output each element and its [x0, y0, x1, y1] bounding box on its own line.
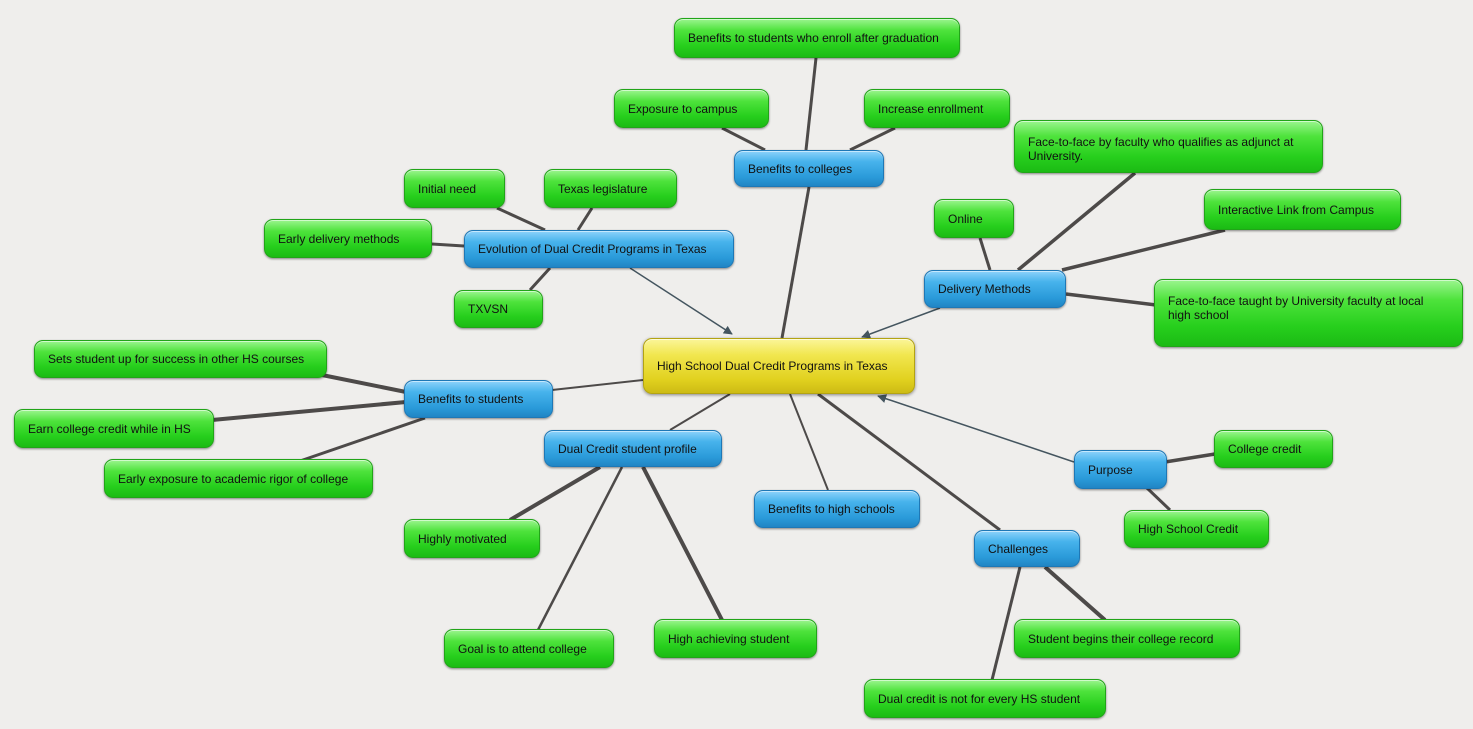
node-high-school-credit[interactable]: High School Credit [1124, 510, 1269, 548]
center-topic-label: High School Dual Credit Programs in Texa… [657, 359, 888, 373]
link-center-colleges [780, 186, 811, 339]
node-texas-legislature-label: Texas legislature [558, 181, 648, 196]
link-center-students [551, 379, 644, 391]
node-high-achieving[interactable]: High achieving student [654, 619, 817, 658]
node-txvsn-label: TXVSN [468, 302, 509, 316]
topic-benefits-to-students[interactable]: Benefits to students [404, 380, 553, 418]
node-early-exposure-rigor[interactable]: Early exposure to academic rigor of coll… [104, 459, 373, 498]
link-delivery-interactive [1061, 228, 1226, 272]
node-college-record-label: Student begins their college record [1028, 631, 1214, 646]
node-earn-college-credit[interactable]: Earn college credit while in HS [14, 409, 214, 448]
link-students-credit [211, 400, 407, 422]
node-initial-need[interactable]: Initial need [404, 169, 505, 208]
link-center-profile [669, 393, 731, 431]
topic-delivery-methods-label: Delivery Methods [938, 282, 1031, 296]
link-colleges-after-graduation [804, 57, 818, 151]
link-center-challenges [817, 392, 1001, 532]
topic-evolution[interactable]: Evolution of Dual Credit Programs in Tex… [464, 230, 734, 268]
topic-benefits-to-high-schools-label: Benefits to high schools [768, 502, 895, 516]
node-goal-attend-college[interactable]: Goal is to attend college [444, 629, 614, 668]
node-early-delivery-methods-label: Early delivery methods [278, 231, 400, 246]
node-high-achieving-label: High achieving student [668, 631, 790, 646]
link-profile-motivated [508, 465, 602, 522]
node-goal-attend-college-label: Goal is to attend college [458, 641, 587, 656]
topic-benefits-to-high-schools[interactable]: Benefits to high schools [754, 490, 920, 528]
link-evolution-initial-need [496, 206, 546, 232]
topic-challenges[interactable]: Challenges [974, 530, 1080, 567]
link-students-rigor [299, 416, 426, 463]
link-profile-goal [536, 466, 624, 631]
node-not-for-every-student[interactable]: Dual credit is not for every HS student [864, 679, 1106, 718]
link-colleges-enrollment [849, 126, 896, 152]
link-purpose-hs-credit [1145, 486, 1172, 512]
topic-challenges-label: Challenges [988, 541, 1049, 556]
node-texas-legislature[interactable]: Texas legislature [544, 169, 677, 208]
arrow-delivery-center [861, 307, 941, 339]
node-high-school-credit-label: High School Credit [1138, 522, 1239, 536]
link-delivery-adjunct [1016, 171, 1137, 272]
node-online-label: Online [948, 211, 983, 226]
link-challenges-not-every [990, 566, 1022, 681]
link-colleges-exposure [721, 126, 766, 152]
link-evolution-legislature [576, 207, 594, 231]
node-college-credit-label: College credit [1228, 442, 1302, 456]
topic-benefits-to-colleges-label: Benefits to colleges [748, 161, 853, 176]
link-delivery-online [978, 237, 992, 271]
node-highly-motivated-label: Highly motivated [418, 531, 507, 546]
node-increase-enrollment-label: Increase enrollment [878, 101, 984, 116]
link-evolution-txvsn [528, 266, 552, 292]
node-interactive-link[interactable]: Interactive Link from Campus [1204, 189, 1401, 230]
node-txvsn[interactable]: TXVSN [454, 290, 543, 328]
node-sets-student-up[interactable]: Sets student up for success in other HS … [34, 340, 327, 378]
node-earn-college-credit-label: Earn college credit while in HS [28, 421, 191, 436]
node-face-to-face-adjunct-label: Face-to-face by faculty who qualifies as… [1028, 135, 1294, 163]
center-topic[interactable]: High School Dual Credit Programs in Texa… [643, 338, 915, 394]
node-initial-need-label: Initial need [418, 181, 477, 196]
node-not-for-every-student-label: Dual credit is not for every HS student [878, 691, 1081, 706]
node-face-to-face-adjunct[interactable]: Face-to-face by faculty who qualifies as… [1014, 120, 1323, 173]
topic-student-profile-label: Dual Credit student profile [558, 441, 697, 456]
node-college-record[interactable]: Student begins their college record [1014, 619, 1240, 658]
node-early-delivery-methods[interactable]: Early delivery methods [264, 219, 432, 258]
node-interactive-link-label: Interactive Link from Campus [1218, 202, 1375, 217]
link-evolution-early-delivery [431, 242, 465, 248]
link-challenges-record [1043, 565, 1107, 622]
node-online[interactable]: Online [934, 199, 1014, 238]
node-exposure-to-campus-label: Exposure to campus [628, 101, 738, 116]
arrow-evolution-center [629, 267, 733, 335]
node-face-to-face-local[interactable]: Face-to-face taught by University facult… [1154, 279, 1463, 347]
node-increase-enrollment[interactable]: Increase enrollment [864, 89, 1010, 128]
node-face-to-face-local-label: Face-to-face taught by University facult… [1168, 294, 1424, 322]
topic-benefits-to-students-label: Benefits to students [418, 392, 524, 406]
node-benefits-after-graduation-label: Benefits to students who enroll after gr… [688, 31, 939, 45]
arrow-purpose-center [877, 394, 1075, 463]
topic-benefits-to-colleges[interactable]: Benefits to colleges [734, 150, 884, 187]
link-purpose-college-credit [1164, 452, 1216, 464]
topic-purpose-label: Purpose [1088, 462, 1133, 477]
link-students-success [321, 373, 407, 394]
node-sets-student-up-label: Sets student up for success in other HS … [48, 352, 305, 366]
topic-evolution-label: Evolution of Dual Credit Programs in Tex… [478, 242, 707, 256]
topic-delivery-methods[interactable]: Delivery Methods [924, 270, 1066, 308]
node-highly-motivated[interactable]: Highly motivated [404, 519, 540, 558]
node-early-exposure-rigor-label: Early exposure to academic rigor of coll… [118, 471, 349, 486]
node-college-credit[interactable]: College credit [1214, 430, 1333, 468]
node-exposure-to-campus[interactable]: Exposure to campus [614, 89, 769, 128]
link-center-high-schools [789, 393, 829, 491]
topic-student-profile[interactable]: Dual Credit student profile [544, 430, 722, 467]
topic-purpose[interactable]: Purpose [1074, 450, 1167, 489]
link-delivery-local [1065, 292, 1157, 307]
link-profile-achieving [641, 466, 724, 621]
node-benefits-after-graduation[interactable]: Benefits to students who enroll after gr… [674, 18, 960, 58]
